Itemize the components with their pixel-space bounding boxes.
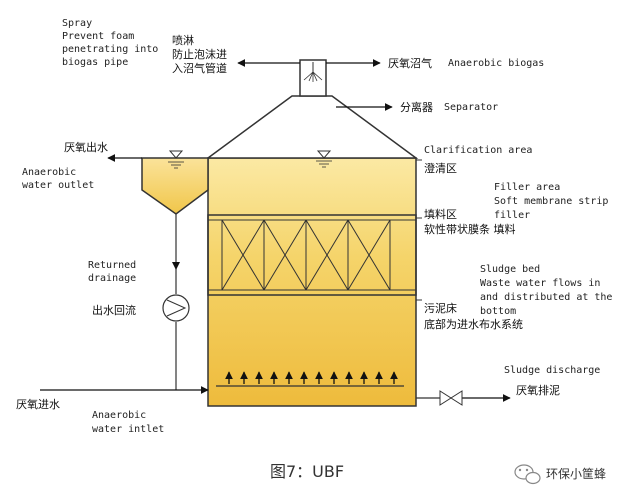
sludge-label-cn-2: 底部为进水布水系统 <box>424 317 523 331</box>
filler-label-cn-1: 填料区 <box>424 207 457 221</box>
spray-label-cn-3: 入沼气管道 <box>172 61 227 75</box>
biogas-label-cn: 厌氧沼气 <box>388 56 432 70</box>
discharge-label-en: Sludge discharge <box>504 365 600 376</box>
figure-caption: 图7：UBF <box>270 462 344 481</box>
outlet-label-en-2: water outlet <box>22 180 94 191</box>
sludge-label-en-2: Waste water flows in <box>480 278 600 289</box>
separator-label-en: Separator <box>444 102 498 113</box>
return-label-cn: 出水回流 <box>92 303 136 317</box>
inlet-label-en-2: water intlet <box>92 424 164 435</box>
filler-label-en-2: Soft membrane strip <box>494 196 608 207</box>
clarification-label-en: Clarification area <box>424 145 532 156</box>
filler-label-en-1: Filler area <box>494 182 560 193</box>
filler-zone <box>207 214 417 296</box>
sludge-label-en-3: and distributed at the <box>480 292 612 303</box>
sludge-label-en-4: bottom <box>480 306 516 317</box>
reactor-tank <box>205 59 419 407</box>
separator-label-cn: 分离器 <box>400 100 433 114</box>
spray-nozzle-icon <box>303 62 323 82</box>
sludge-label-en-1: Sludge bed <box>480 264 540 275</box>
outlet-label-cn: 厌氧出水 <box>64 140 108 154</box>
filler-label-en-3: filler <box>494 210 530 221</box>
label-ticks <box>416 159 422 301</box>
spray-label-en-3: penetrating into <box>62 44 158 55</box>
separator-hood <box>205 95 419 159</box>
inlet-label-cn: 厌氧进水 <box>16 397 60 411</box>
sludge-label-cn-1: 污泥床 <box>424 301 457 315</box>
spray-label-en-2: Prevent foam <box>62 31 134 42</box>
spray-label-cn-1: 喷淋 <box>172 34 194 47</box>
inlet-label-en-1: Anaerobic <box>92 410 146 421</box>
return-label-en-1: Returned <box>88 260 136 271</box>
outlet-label-en-1: Anaerobic <box>22 167 76 178</box>
watermark-text: 环保小筐蜂 <box>546 466 606 481</box>
spray-label-en-4: biogas pipe <box>62 57 128 68</box>
wechat-icon <box>514 464 541 485</box>
filler-label-cn-2: 软性带状膜条 填料 <box>424 222 516 236</box>
clarification-label-cn: 澄清区 <box>424 161 457 175</box>
return-label-en-2: drainage <box>88 273 136 284</box>
pump-icon <box>162 294 190 322</box>
outlet-trough <box>141 150 209 215</box>
discharge-label-cn: 厌氧排泥 <box>516 383 560 397</box>
spray-label-cn-2: 防止泡沫进 <box>172 47 227 61</box>
spray-label-en-1: Spray <box>62 18 92 29</box>
biogas-label-en: Anaerobic biogas <box>448 58 544 69</box>
valve-icon <box>439 390 463 406</box>
water-level-icon <box>316 150 332 168</box>
inflow-arrows <box>225 371 398 384</box>
return-line <box>172 214 180 390</box>
